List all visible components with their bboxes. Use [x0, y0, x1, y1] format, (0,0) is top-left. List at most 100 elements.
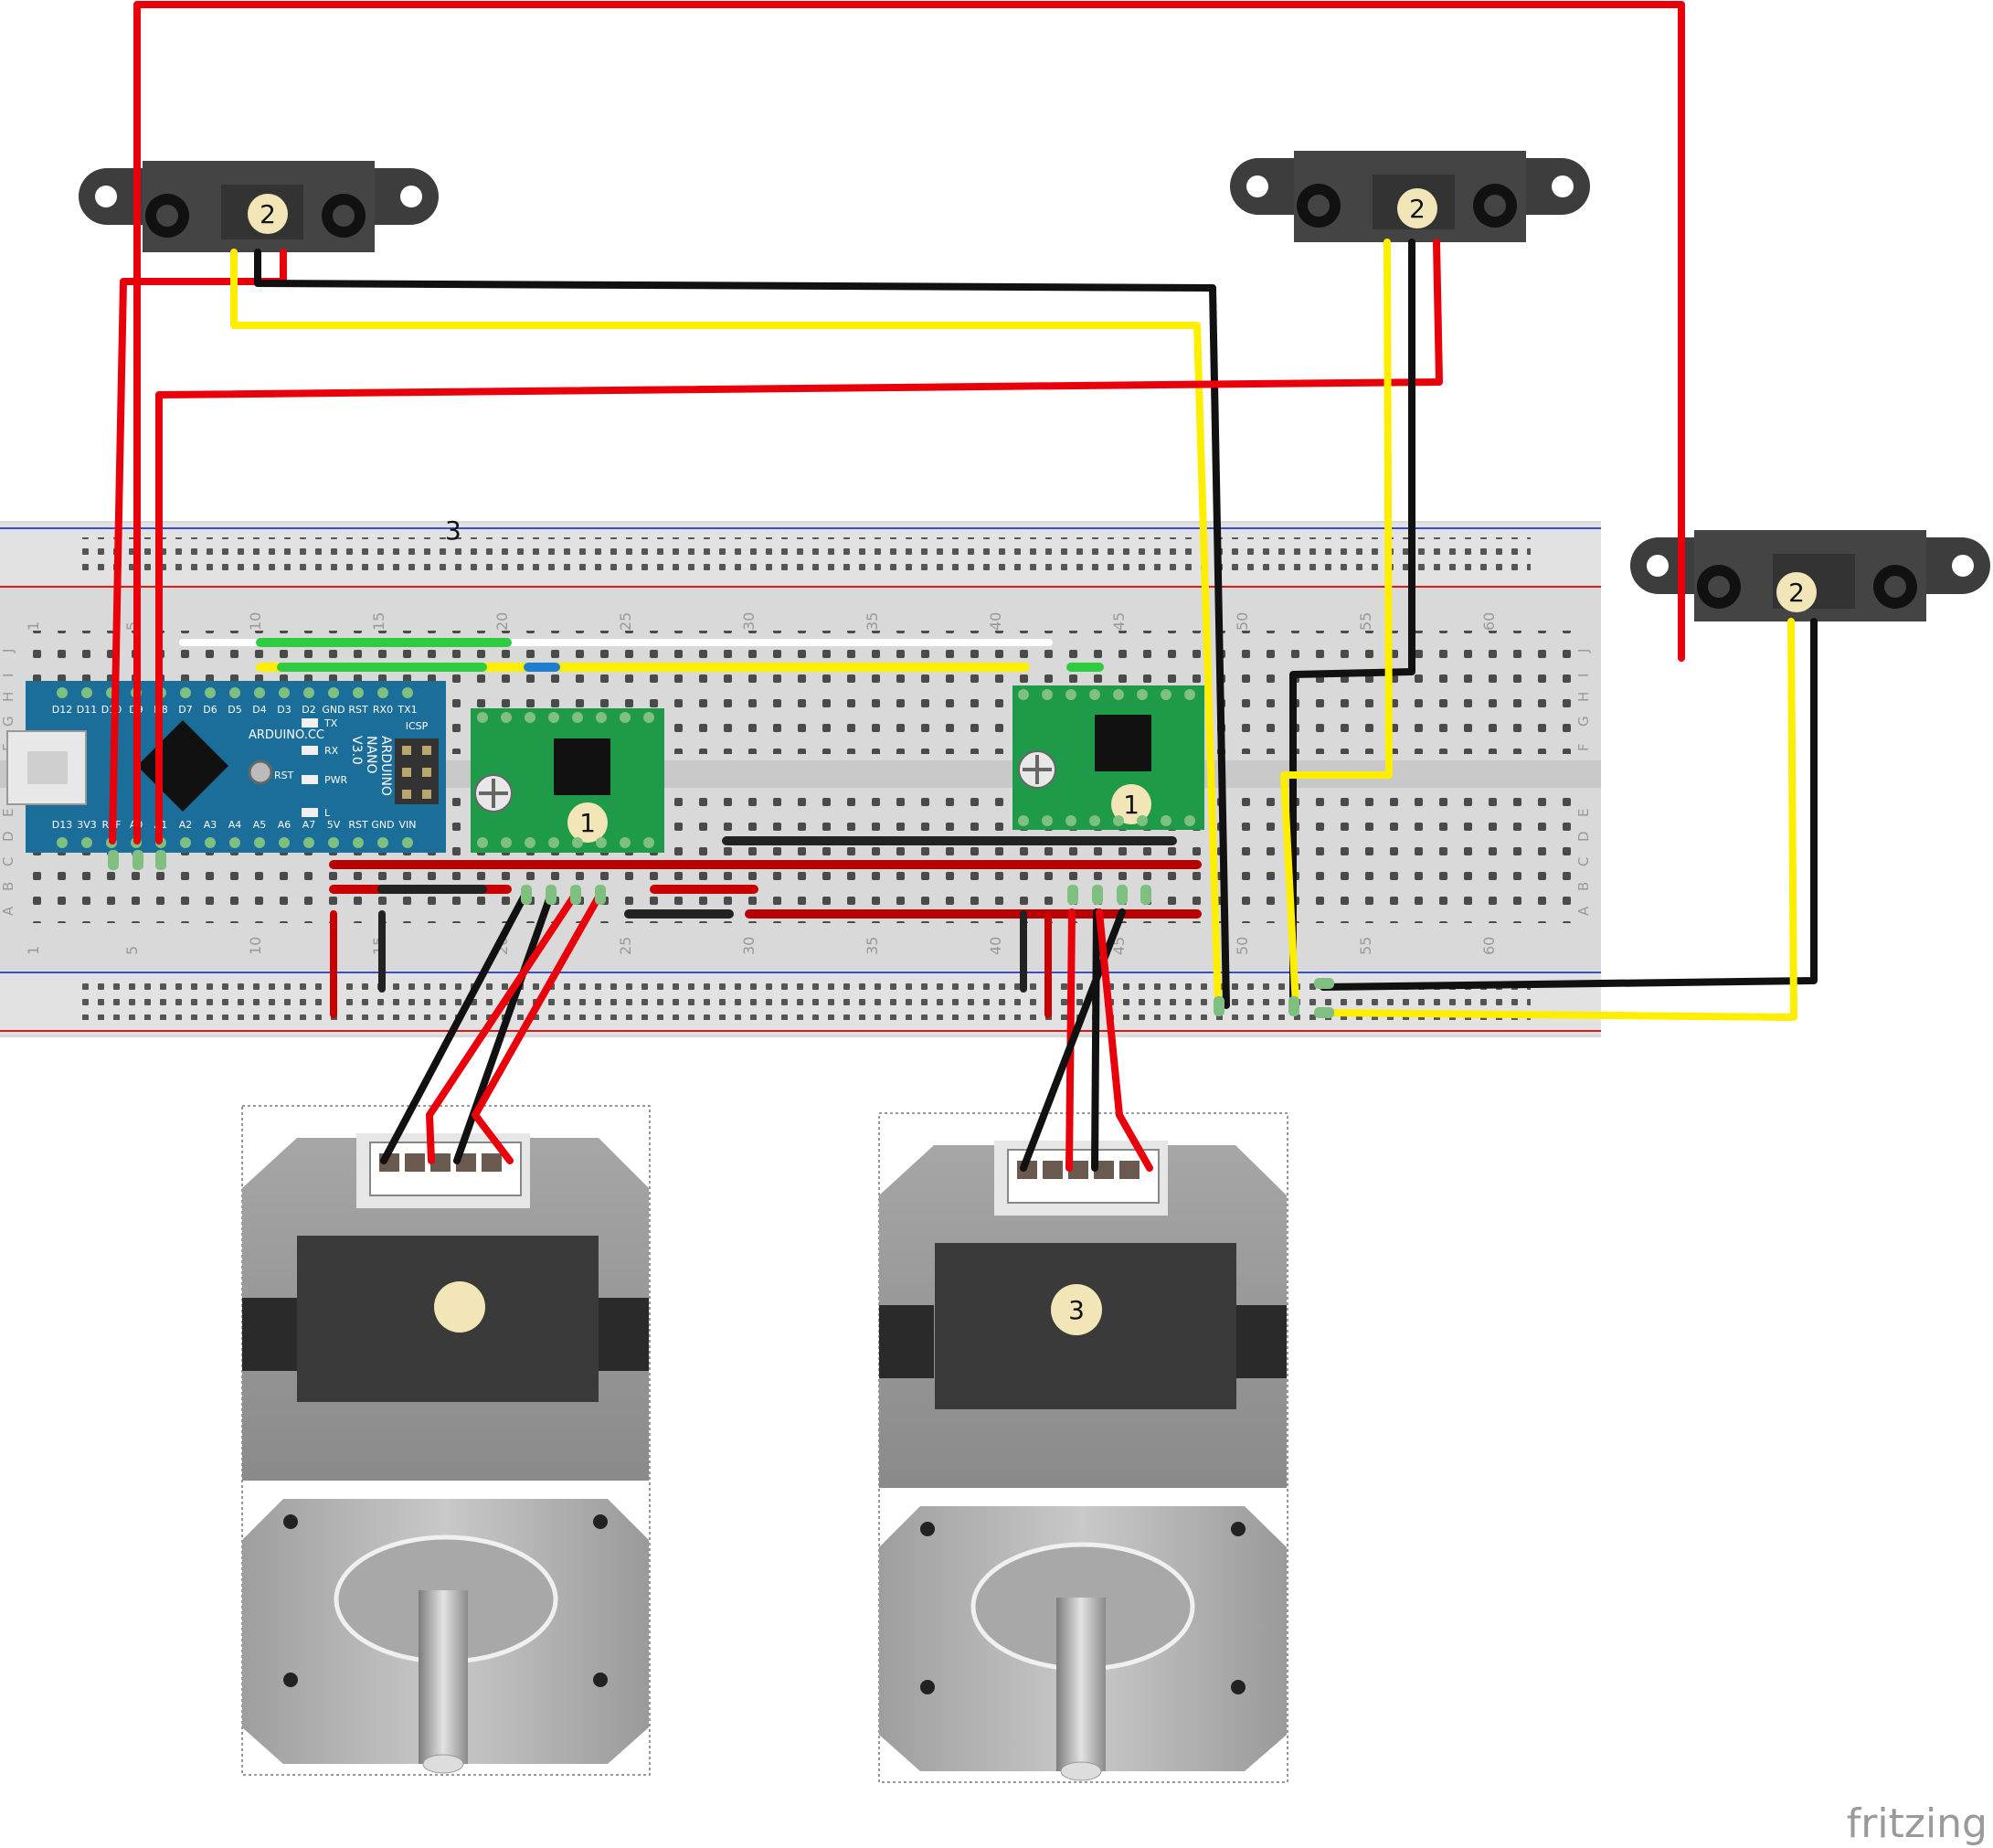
fritzing-watermark: fritzing	[1847, 1800, 1988, 1847]
model-line: NANO	[364, 736, 378, 774]
sensor-top-right-number: 2	[1409, 194, 1426, 224]
nano-pin	[377, 687, 388, 698]
wire-red-sensor1	[109, 249, 287, 844]
wire-red-top-loop	[133, 1, 1685, 844]
reset-label: RST	[274, 770, 294, 781]
driver-left-badge	[567, 802, 608, 843]
driver-pin	[1018, 689, 1029, 700]
column-number: 1	[25, 946, 42, 955]
nano-pin	[254, 837, 265, 848]
nano-pin	[229, 837, 240, 848]
nano-pin-label: D3	[277, 704, 291, 716]
driver-pins	[477, 689, 1195, 848]
row-letter: B	[1575, 882, 1592, 891]
driver-pin	[525, 712, 535, 723]
nano-pin-label: GND	[322, 704, 345, 716]
icsp-header	[395, 738, 439, 804]
driver-pin	[1018, 815, 1029, 826]
nano-pin	[81, 687, 92, 698]
wire-black-sensor2	[1289, 239, 1415, 1009]
nano-pin	[353, 837, 364, 848]
driver-pin	[1184, 815, 1195, 826]
arduino-nano: RST ARDUINO.CC ARDUINO NANO V3.0 TX RX P…	[6, 681, 446, 853]
nano-pin-label: D2	[302, 704, 315, 716]
column-number: 55	[1357, 937, 1374, 955]
nano-pin-label: A3	[204, 819, 217, 831]
nano-pin-label: RST	[348, 704, 368, 716]
led-label: PWR	[324, 774, 348, 786]
driver-pin	[1137, 815, 1148, 826]
ir-sensor-top-right: 2	[1230, 151, 1590, 242]
row-letter: D	[1575, 831, 1592, 842]
wire-motor-right-2	[1091, 908, 1100, 1172]
driver-left-number: 1	[579, 808, 596, 838]
wire-yellow-sensor1	[230, 249, 1222, 1009]
row-letter: H	[0, 692, 16, 702]
reset-button	[248, 759, 273, 785]
driver-pin	[1065, 689, 1076, 700]
wire-black-sensor1	[254, 249, 1230, 1009]
column-number: 55	[1357, 612, 1374, 631]
row-letter: H	[1575, 692, 1592, 702]
row-letter: A	[1575, 906, 1592, 916]
driver-pin	[1089, 815, 1100, 826]
model-line: ARDUINO	[378, 736, 393, 796]
nano-pin-label: A7	[302, 819, 316, 831]
column-number: 35	[864, 612, 881, 631]
nano-pin-label: D7	[178, 704, 192, 716]
driver-pin	[548, 712, 559, 723]
row-letter: D	[0, 831, 16, 842]
nano-pin-label: A4	[228, 819, 242, 831]
driver-right-number: 1	[1123, 790, 1140, 820]
stepper-driver-left: 1	[471, 708, 664, 853]
driver-pin	[620, 837, 631, 848]
driver-pin	[1113, 689, 1124, 700]
column-number: 1	[25, 621, 42, 631]
nano-pin	[180, 837, 191, 848]
driver-pin	[596, 837, 607, 848]
driver-pin	[1184, 689, 1195, 700]
driver-pin	[1065, 815, 1076, 826]
wires	[109, 1, 1818, 1172]
sensor-right-number: 2	[1788, 578, 1805, 608]
nano-pin	[180, 687, 191, 698]
driver-pin	[1161, 815, 1171, 826]
driver-chip	[1095, 715, 1151, 771]
column-number: 50	[1234, 612, 1251, 631]
driver-pin	[1042, 815, 1053, 826]
nano-pin-label: RX0	[373, 704, 393, 716]
nano-pin	[353, 687, 364, 698]
driver-pin	[477, 712, 488, 723]
column-number: 50	[1234, 937, 1251, 955]
nano-pin	[254, 687, 265, 698]
nano-pin	[303, 687, 314, 698]
led-label: TX	[323, 717, 338, 729]
row-letter: G	[0, 716, 16, 727]
breadboard-label: 3	[445, 515, 461, 546]
wire-motor-right-4	[1096, 908, 1153, 1172]
nano-pin-label: D4	[252, 704, 266, 716]
sensor-top-left-number: 2	[260, 199, 276, 229]
wire-motor-left-4	[472, 890, 604, 1164]
nano-pin-label: A5	[253, 819, 267, 831]
row-letter: J	[1575, 649, 1592, 653]
driver-pin	[525, 837, 535, 848]
column-number: 45	[1110, 612, 1128, 631]
driver-pin	[643, 712, 654, 723]
column-number: 25	[617, 612, 634, 631]
nano-pin	[279, 837, 290, 848]
motor-right-number: 3	[1068, 1295, 1085, 1325]
row-letter: C	[1575, 857, 1592, 866]
row-letter: G	[1575, 716, 1592, 727]
nano-pin-label: RST	[348, 819, 368, 831]
column-number: 25	[617, 937, 634, 955]
column-number: 30	[740, 937, 758, 955]
row-letter: B	[0, 882, 16, 891]
wire-motor-left-1	[380, 890, 529, 1164]
nano-pin-label: A6	[278, 819, 292, 831]
nano-pin	[57, 687, 68, 698]
nano-pin	[402, 837, 413, 848]
driver-pin	[501, 712, 512, 723]
column-number: 30	[740, 612, 758, 631]
